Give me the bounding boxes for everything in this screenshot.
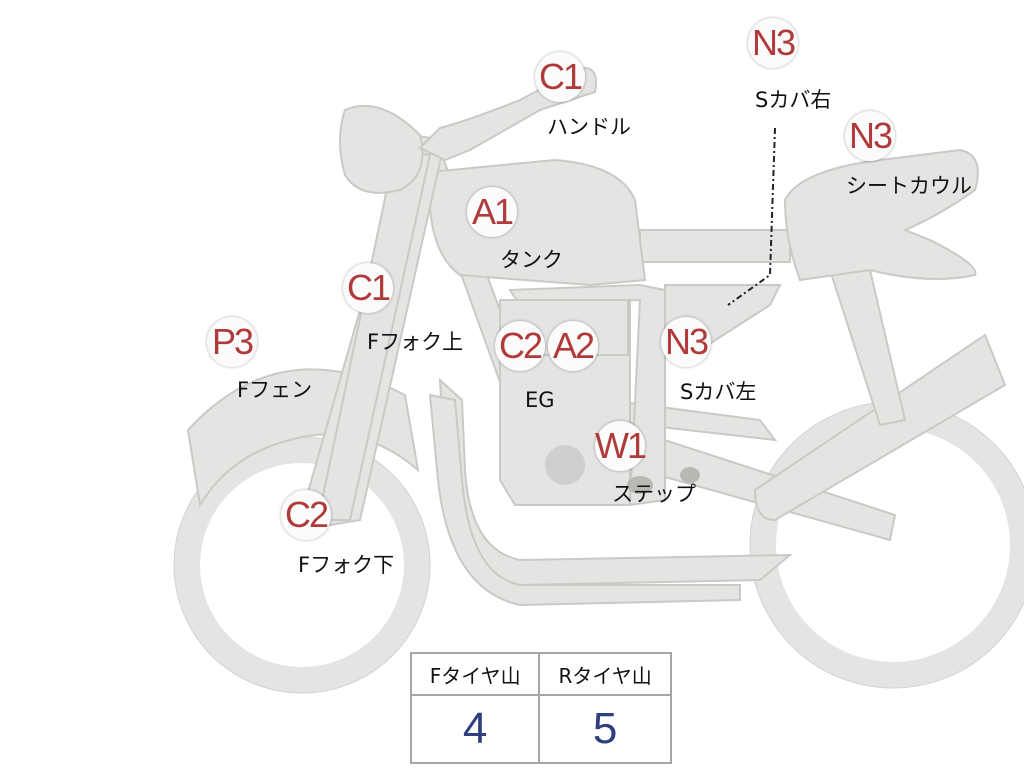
f-fender-label: Fフェン bbox=[237, 378, 313, 402]
s-cover-right-leader bbox=[727, 127, 776, 306]
s-cover-right-grade-badge: N3 bbox=[748, 18, 798, 68]
seat-cowl bbox=[783, 148, 979, 282]
rear-wheel bbox=[750, 402, 1024, 688]
handle-grade-badge: C1 bbox=[535, 52, 585, 102]
f-fork-upper-grade-badge: C1 bbox=[343, 263, 393, 313]
rear-tire-value: 5 bbox=[538, 694, 672, 764]
tire-tread-table: Fタイヤ山 Rタイヤ山 4 5 bbox=[409, 652, 672, 764]
step-label: ステップ bbox=[612, 482, 696, 506]
seat-cowl-grade-badge: N3 bbox=[845, 111, 895, 161]
engine-grade-badge-a2: A2 bbox=[548, 321, 598, 371]
headlight bbox=[339, 104, 424, 194]
front-tire-header: Fタイヤ山 bbox=[409, 652, 541, 696]
seat bbox=[639, 229, 791, 263]
s-cover-left-label: Sカバ左 bbox=[680, 380, 757, 404]
s-cover-left-grade-badge: N3 bbox=[661, 317, 711, 367]
f-fender-grade-badge: P3 bbox=[207, 317, 257, 367]
s-cover-right-label: Sカバ右 bbox=[755, 88, 832, 112]
f-fork-lower-grade-badge: C2 bbox=[281, 490, 331, 540]
muffler bbox=[753, 333, 1007, 522]
seat-cowl-label: シートカウル bbox=[846, 174, 972, 198]
front-wheel bbox=[174, 437, 430, 693]
rear-tire-header: Rタイヤ山 bbox=[538, 652, 672, 696]
tank-grade-badge: A1 bbox=[467, 187, 517, 237]
front-tire-value: 4 bbox=[409, 694, 541, 764]
engine-label: EG bbox=[525, 388, 555, 412]
tank-label: タンク bbox=[500, 248, 563, 272]
engine-grade-badge-c2: C2 bbox=[495, 321, 545, 371]
f-fork-lower-label: Fフォク下 bbox=[298, 553, 395, 577]
step-grade-badge: W1 bbox=[595, 421, 647, 471]
f-fork-upper-label: Fフォク上 bbox=[367, 330, 464, 354]
handle-label: ハンドル bbox=[547, 115, 631, 139]
